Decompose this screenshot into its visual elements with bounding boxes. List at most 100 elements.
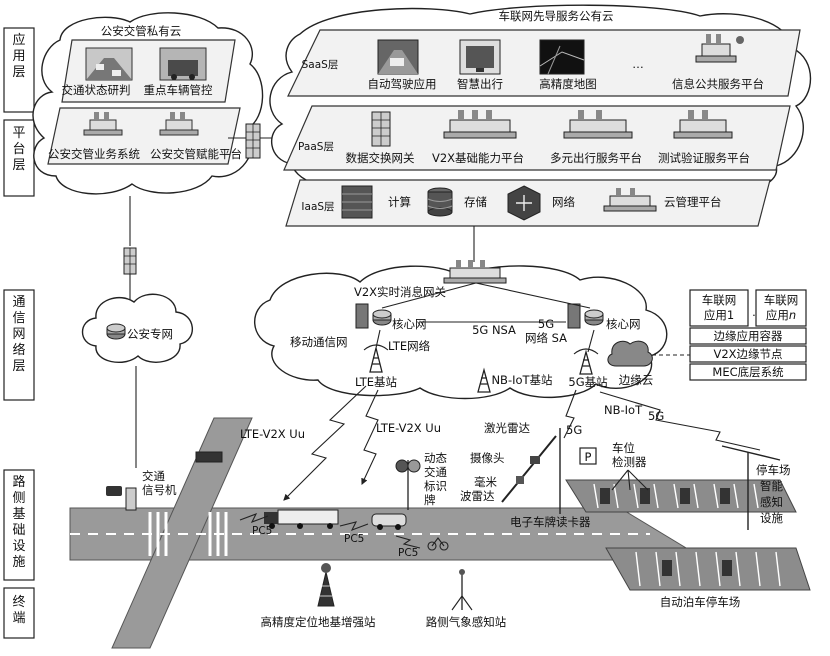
layer-column: 应用层 平台层 通信网络层 路侧基础设施 终端 [3, 27, 35, 639]
saas-info-platform: 信息公共服务平台 [672, 77, 764, 91]
sa-label-line2: 网络 SA [525, 331, 567, 345]
layer-label-roadside: 路侧基础设施 [12, 474, 25, 570]
v2x-gateway-server-icon [443, 260, 507, 284]
lte-station-label: LTE基站 [355, 375, 398, 389]
nbiot-link [599, 391, 761, 451]
public-cloud: 车联网先导服务公有云 SaaS层 自动驾驶应用 智慧出行 高精度地图 [269, 4, 812, 227]
edge-app1-box [689, 289, 749, 327]
layer-box-terminal [3, 587, 35, 639]
key-vehicle-thumbnail [159, 47, 207, 81]
weather-label: 路侧气象感知站 [426, 615, 507, 629]
storage-icon [427, 187, 453, 217]
layer-char: 网 [12, 327, 25, 342]
police-network-label: 公安专网 [127, 327, 173, 341]
edge-appn-italic: n [789, 308, 796, 322]
signal-label-line2: 信号机 [142, 483, 177, 497]
layer-box-network [3, 289, 35, 401]
layer-char: 础 [12, 523, 25, 538]
police-network: 公安专网 [81, 293, 194, 363]
gnss-station-icon [317, 563, 335, 607]
layer-char: 终 [12, 594, 25, 610]
layer-char: 侧 [12, 491, 25, 506]
pc5-label-c: PC5 [398, 547, 418, 559]
comm-network: V2X实时消息网关 核心网 核心网 5G NSA 5G 网络 SA 移动通信网 … [254, 260, 668, 400]
edge-row-container [689, 327, 807, 345]
layer-char: 基 [12, 507, 25, 522]
v2x-gateway-label: V2X实时消息网关 [354, 285, 447, 299]
layer-box-platform [3, 119, 35, 197]
sensor-pole-icon [501, 435, 557, 503]
layer-box-application [3, 27, 35, 113]
platform-police-empower: 公安交管赋能平台 [150, 147, 242, 161]
layer-char: 设 [12, 539, 25, 554]
g5-base-station-icon [573, 348, 599, 375]
paas-v2x-capability: V2X基础能力平台 [432, 151, 524, 165]
auto-parking-label: 自动泊车停车场 [660, 595, 741, 609]
network-icon [507, 185, 541, 221]
saas-autonomous-driving: 自动驾驶应用 [368, 77, 437, 91]
dynamic-sign-line3: 标识 [424, 479, 447, 493]
police-firewall-icon [123, 247, 137, 275]
platform-police-system: 公安交管业务系统 [48, 147, 140, 161]
layer-char: 层 [12, 359, 25, 374]
lte-uu-label-1: LTE-V2X Uu [240, 427, 305, 441]
signal-label-line1: 交通 [142, 469, 165, 483]
layer-char: 端 [12, 611, 25, 626]
paas-plane [283, 105, 791, 171]
layer-label-platform: 平台层 [12, 126, 25, 173]
v2x-capability-server-icon [443, 110, 517, 139]
signal-car-icon [106, 486, 122, 496]
lte-net-label: LTE网络 [388, 339, 431, 353]
layer-char: 平 [12, 126, 25, 141]
edge-row-mec [689, 363, 807, 381]
g5-station-label: 5G基站 [568, 375, 608, 389]
mmwave-line1: 毫米 [474, 475, 497, 489]
dynamic-sign-line1: 动态 [424, 451, 447, 465]
app-key-vehicle: 重点车辆管控 [144, 83, 213, 97]
data-exchange-gateway-icon [371, 111, 391, 147]
paas-test-verify: 测试验证服务平台 [658, 151, 750, 165]
traffic-state-thumbnail [85, 47, 133, 81]
layer-char: 台 [12, 142, 25, 157]
iaas-network: 网络 [552, 195, 575, 209]
layer-char: 施 [12, 555, 25, 570]
core-net-left-label: 核心网 [392, 317, 427, 331]
camera-label: 摄像头 [470, 451, 505, 465]
edge-appn-text: 应用 [766, 308, 789, 322]
layer-char: 层 [12, 65, 25, 80]
hd-map-thumbnail [539, 39, 585, 75]
layer-char: 通 [12, 295, 25, 310]
saas-hd-map: 高精度地图 [539, 77, 597, 91]
edge-row-node [689, 345, 807, 363]
edge-appn-box [755, 289, 807, 327]
layer-char: 用 [12, 49, 25, 64]
multi-travel-server-icon [563, 110, 633, 139]
traffic-signal-icon [125, 451, 223, 511]
layer-char: 络 [12, 342, 25, 358]
saas-more: … [632, 57, 644, 71]
iaas-label: IaaS层 [301, 201, 334, 213]
edge-cloud: 边缘云 [607, 340, 690, 387]
lte-uu-label-2: LTE-V2X Uu [376, 421, 441, 435]
core-net-left-icon [355, 303, 392, 329]
parking-facility-line4: 设施 [760, 511, 783, 525]
edge-row-node-label: V2X边缘节点 [713, 347, 782, 361]
layer-box-roadside [3, 469, 35, 581]
edge-row-container-label: 边缘应用容器 [714, 329, 783, 343]
paas-label: PaaS层 [298, 141, 334, 153]
layer-label-application: 应用层 [12, 32, 25, 80]
lte-base-station-icon [363, 344, 389, 373]
parking-sign-icon [579, 447, 597, 465]
iaas-compute: 计算 [388, 195, 411, 209]
police-empower-server-icon [159, 112, 199, 136]
etc-reader-label: 电子车牌读卡器 [510, 515, 591, 529]
nbiot-base-station-icon [477, 367, 491, 393]
edge-stack: 车联网 应用1 … 车联网 应用n 边缘应用容器 V2X边缘节点 MEC底层系统 [689, 289, 807, 381]
terminals: 高精度定位地基增强站 路侧气象感知站 [261, 563, 507, 629]
g5-label-b: 5G [648, 409, 664, 423]
layer-label-terminal: 终端 [12, 594, 25, 626]
layer-char: 应 [12, 32, 25, 48]
saas-label: SaaS层 [302, 59, 339, 71]
parking-facility-line3: 感知 [760, 495, 783, 509]
